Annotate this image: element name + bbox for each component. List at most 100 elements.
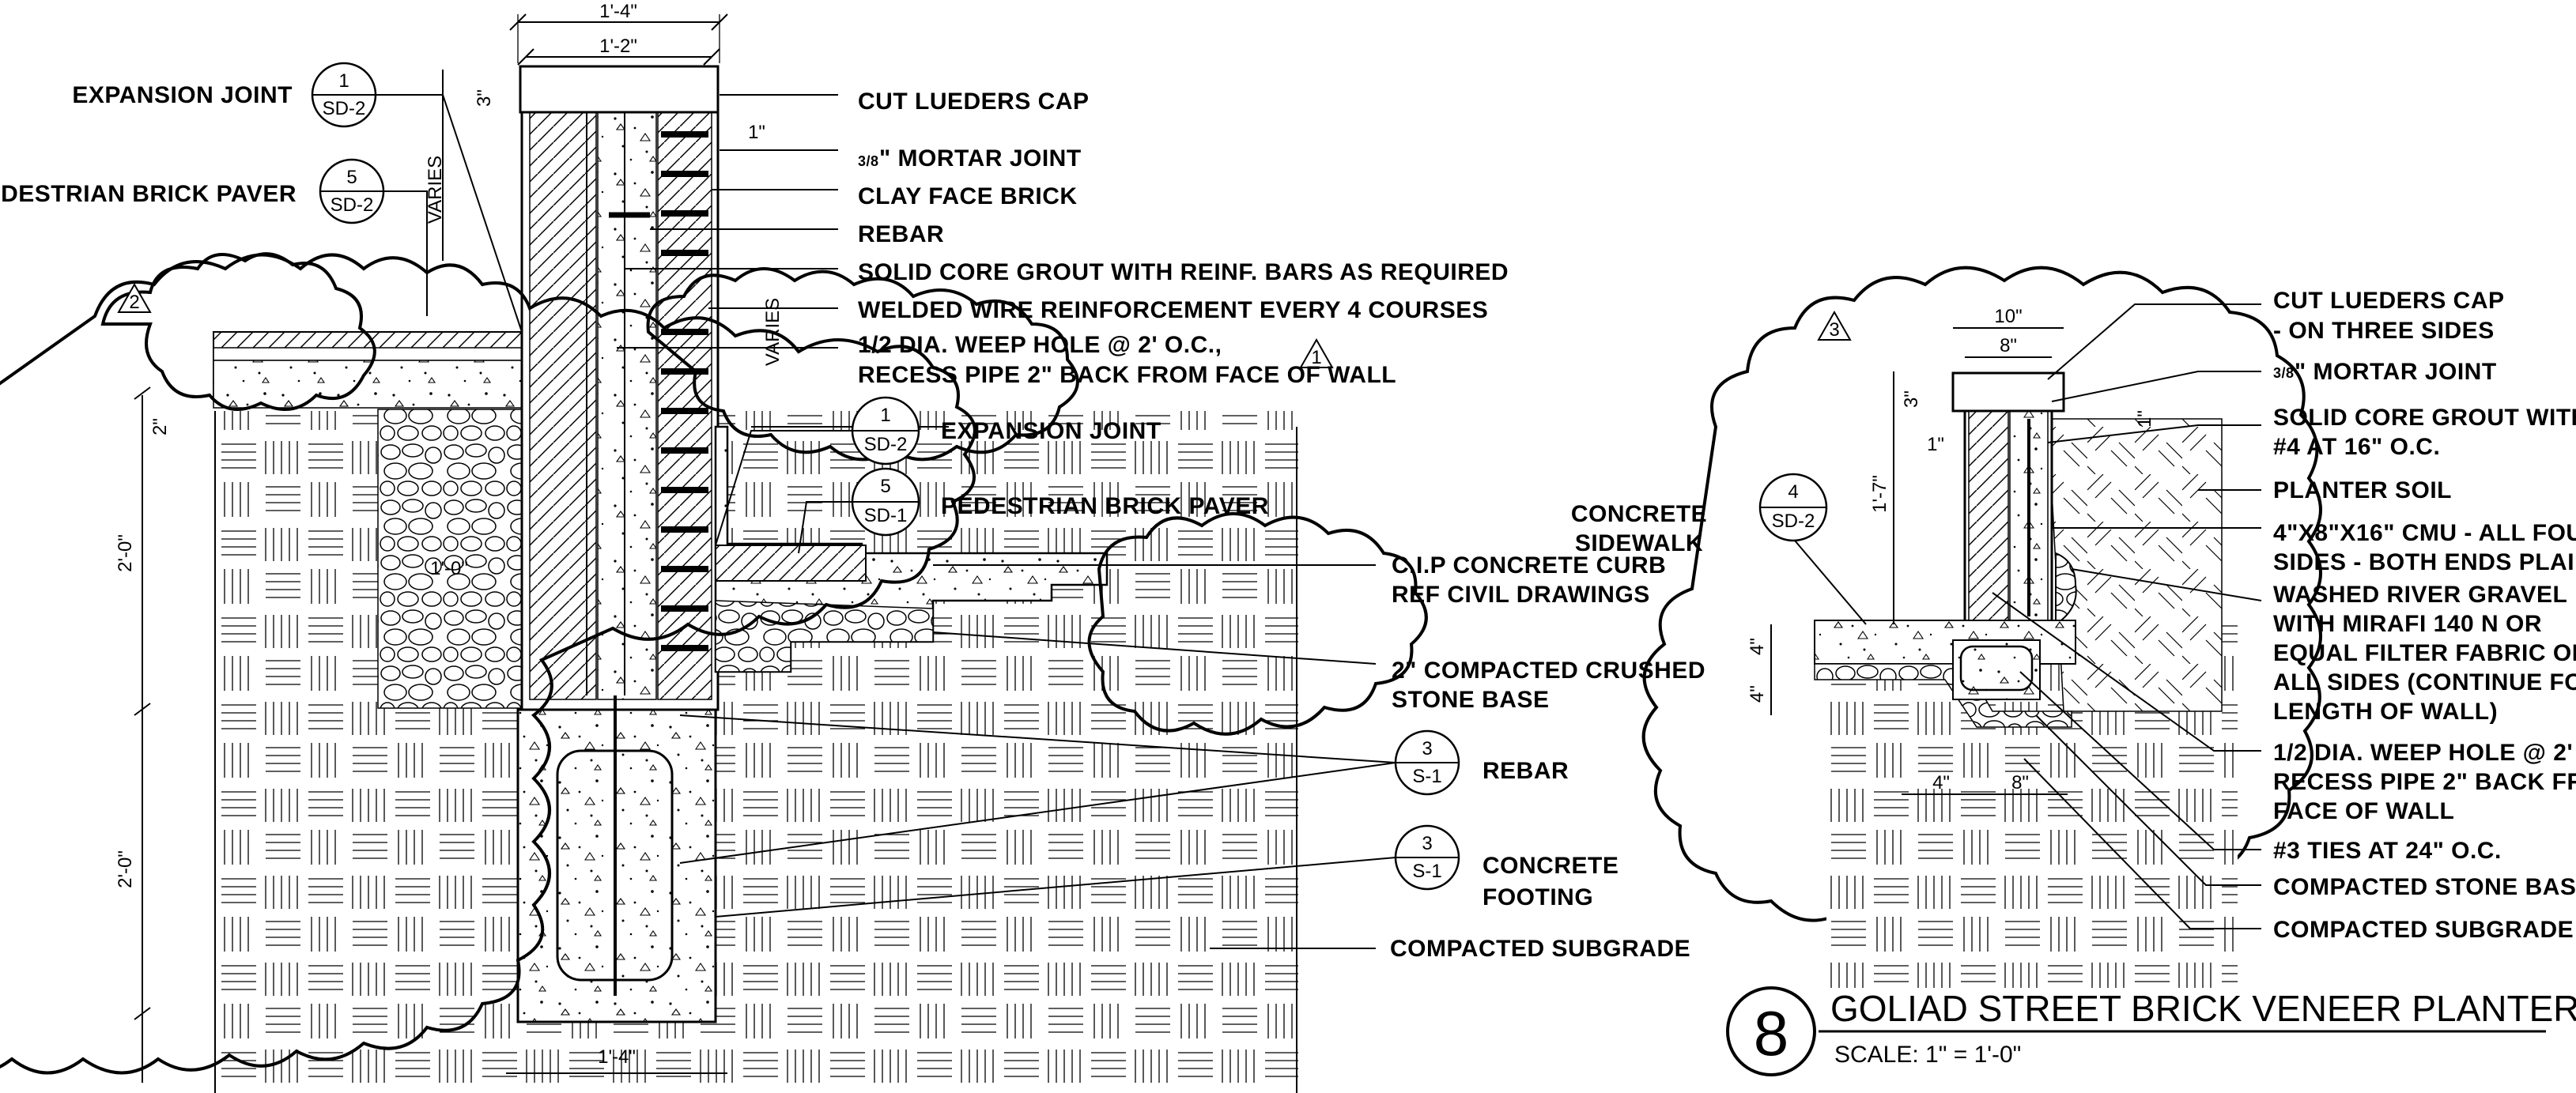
right-dimensions: 10" 8" 3" 1" 1" 1'-7" 4" 4" 4" 8" bbox=[1747, 306, 2155, 795]
svg-text:1'-7": 1'-7" bbox=[1869, 475, 1890, 513]
svg-text:STONE BASE: STONE BASE bbox=[1392, 687, 1550, 713]
rnote-gravel-5: LENGTH OF WALL) bbox=[2273, 699, 2498, 725]
svg-text:8": 8" bbox=[2000, 335, 2017, 356]
svg-text:SD-2: SD-2 bbox=[864, 434, 908, 455]
rnote-lueders-cap: CUT LUEDERS CAP bbox=[2273, 288, 2505, 314]
detail-number: 8 bbox=[1754, 998, 1789, 1069]
svg-text:3: 3 bbox=[1422, 738, 1432, 759]
callout-rebar: 3 S-1 REBAR bbox=[679, 714, 1569, 864]
svg-text:5: 5 bbox=[880, 476, 890, 497]
svg-text:3: 3 bbox=[1829, 319, 1839, 341]
revision-cloud-left bbox=[100, 252, 376, 411]
svg-text:CONCRETE: CONCRETE bbox=[1483, 853, 1618, 879]
note-solid-core-grout: SOLID CORE GROUT WITH REINF. BARS AS REQ… bbox=[858, 259, 1509, 285]
svg-text:FOOTING: FOOTING bbox=[1483, 884, 1593, 910]
callout-footing: 3 S-1 CONCRETE FOOTING bbox=[715, 824, 1618, 918]
revision-triangle-3: 3 bbox=[1817, 310, 1852, 341]
dim-cap-height: 3" bbox=[474, 89, 495, 107]
dim-varies-b: VARIES bbox=[762, 298, 784, 366]
svg-text:COMPACTED SUBGRADE: COMPACTED SUBGRADE bbox=[1390, 936, 1690, 962]
rnote-cmu-2: SIDES - BOTH ENDS PLAIN bbox=[2273, 549, 2576, 575]
right-notes: CUT LUEDERS CAP - ON THREE SIDES 3/8 " M… bbox=[1992, 288, 2576, 943]
rnote-solid-core: SOLID CORE GROUT WITH bbox=[2273, 405, 2576, 431]
note-crushed-stone: 2" COMPACTED CRUSHED STONE BASE bbox=[932, 631, 1705, 713]
planter-soil bbox=[2047, 418, 2223, 712]
dim-footing-width: 1'-4" bbox=[598, 1046, 636, 1068]
rnote-mortar-joint: " MORTAR JOINT bbox=[2295, 359, 2497, 385]
rnote-gravel-3: EQUAL FILTER FABRIC ON bbox=[2273, 640, 2576, 666]
rnote-planter-soil: PLANTER SOIL bbox=[2273, 477, 2452, 503]
dim-cap-width: 1'-4" bbox=[599, 1, 637, 22]
rnote-rebar-spacing: #4 AT 16" O.C. bbox=[2273, 434, 2440, 460]
svg-text:1": 1" bbox=[1927, 434, 1944, 455]
callout-paver-mid: 5 SD-1 PEDESTRIAN BRICK PAVER bbox=[798, 467, 1269, 554]
revision-cloud-right bbox=[1641, 266, 2322, 926]
grout-core bbox=[597, 98, 657, 700]
rnote-mortar-fraction: 3/8 bbox=[2273, 365, 2295, 381]
detail-scale: SCALE: 1" = 1'-0" bbox=[1834, 1042, 2021, 1068]
wall-section-left bbox=[213, 65, 1298, 1093]
detail-title-block: 8 GOLIAD STREET BRICK VENEER PLANTER WAL… bbox=[1726, 986, 2576, 1076]
note-cip-curb: C.I.P CONCRETE CURB REF CIVIL DRAWINGS bbox=[933, 552, 1666, 608]
callout-paver-left: PEDESTRIAN BRICK PAVER 5 SD-2 bbox=[0, 158, 428, 316]
rnote-weep-3: FACE OF WALL bbox=[2273, 798, 2454, 824]
svg-text:S-1: S-1 bbox=[1412, 861, 1441, 882]
rnote-gravel-1: WASHED RIVER GRAVEL bbox=[2273, 582, 2567, 608]
ties-right bbox=[1959, 645, 2034, 692]
note-cut-lueders-cap: CUT LUEDERS CAP bbox=[858, 89, 1090, 115]
svg-text:4": 4" bbox=[1932, 772, 1950, 793]
svg-text:SD-2: SD-2 bbox=[1772, 511, 1815, 532]
note-rebar: REBAR bbox=[858, 221, 944, 247]
svg-text:5: 5 bbox=[346, 167, 357, 188]
svg-text:1: 1 bbox=[1311, 347, 1321, 368]
rnote-weep-2: RECESS PIPE 2" BACK FROM bbox=[2273, 769, 2576, 795]
svg-text:SIDEWALK: SIDEWALK bbox=[1575, 530, 1703, 556]
revision-cloud-notes bbox=[646, 267, 1079, 462]
rnote-subgrade: COMPACTED SUBGRADE bbox=[2273, 917, 2574, 943]
svg-text:1": 1" bbox=[2134, 410, 2155, 428]
lueders-cap-left bbox=[519, 65, 720, 114]
svg-text:10": 10" bbox=[1994, 306, 2022, 327]
dim-reveal: 1" bbox=[748, 122, 765, 143]
dim-pad: 2" bbox=[149, 418, 171, 435]
svg-text:REF CIVIL DRAWINGS: REF CIVIL DRAWINGS bbox=[1392, 582, 1650, 608]
rnote-ties: #3 TIES AT 24" O.C. bbox=[2273, 838, 2502, 864]
svg-text:PEDESTRIAN BRICK PAVER: PEDESTRIAN BRICK PAVER bbox=[0, 181, 297, 207]
svg-text:3: 3 bbox=[1422, 833, 1432, 854]
svg-text:SD-1: SD-1 bbox=[864, 505, 908, 526]
wall-section-right bbox=[1814, 371, 2238, 988]
rnote-gravel-4: ALL SIDES (CONTINUE FOR bbox=[2273, 669, 2576, 695]
svg-text:1: 1 bbox=[880, 405, 890, 426]
revision-triangle-2: 2 bbox=[117, 282, 152, 313]
svg-text:4: 4 bbox=[1788, 481, 1798, 503]
rnote-stone-base: COMPACTED STONE BASE bbox=[2273, 874, 2576, 900]
wall-notes: CUT LUEDERS CAP 3/8 " MORTAR JOINT CLAY … bbox=[617, 89, 1509, 388]
callout-expansion-joint-mid: 1 SD-2 EXPANSION JOINT bbox=[715, 396, 1161, 546]
detail-number-circle bbox=[1726, 986, 1816, 1076]
cmu-face bbox=[1968, 410, 2009, 625]
note-compacted-subgrade-left: COMPACTED SUBGRADE bbox=[1210, 936, 1690, 962]
note-weep-hole: 1/2 DIA. WEEP HOLE @ 2' O.C., bbox=[858, 332, 1222, 358]
svg-text:8": 8" bbox=[2011, 772, 2029, 793]
rnote-gravel-2: WITH MIRAFI 140 N OR bbox=[2273, 611, 2542, 637]
rnote-weep-1: 1/2 DIA. WEEP HOLE @ 2' O.C., bbox=[2273, 740, 2576, 766]
dim-height-lower: 2'-0" bbox=[115, 850, 136, 888]
revision-cloud-curb bbox=[1087, 512, 1428, 736]
left-dimensions: 1'-4" 1'-2" 3" VARIES VARIES 1" 2" 2'-0"… bbox=[115, 1, 784, 1083]
dim-varies-a: VARIES bbox=[425, 156, 446, 224]
revision-triangle-1: 1 bbox=[1299, 337, 1334, 368]
svg-text:CONCRETE: CONCRETE bbox=[1571, 501, 1707, 527]
rnote-cmu-1: 4"X8"X16" CMU - ALL FOUR bbox=[2273, 520, 2576, 546]
note-welded-wire: WELDED WIRE REINFORCEMENT EVERY 4 COURSE… bbox=[858, 297, 1488, 323]
svg-text:2" COMPACTED CRUSHED: 2" COMPACTED CRUSHED bbox=[1392, 658, 1705, 684]
svg-text:PEDESTRIAN BRICK PAVER: PEDESTRIAN BRICK PAVER bbox=[941, 493, 1269, 519]
svg-text:4": 4" bbox=[1747, 685, 1768, 703]
paver-right bbox=[715, 545, 867, 582]
rnote-three-sides: - ON THREE SIDES bbox=[2273, 318, 2495, 344]
dim-shaft-width: 1'-2" bbox=[599, 36, 637, 57]
svg-text:4": 4" bbox=[1747, 638, 1768, 655]
note-clay-face-brick: CLAY FACE BRICK bbox=[858, 183, 1078, 209]
washed-river-gravel bbox=[2055, 552, 2077, 626]
svg-text:1: 1 bbox=[338, 70, 349, 92]
